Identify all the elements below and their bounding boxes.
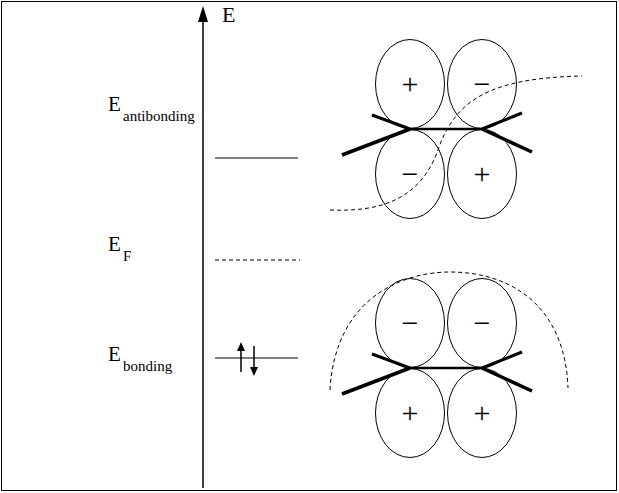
phase-sign: − — [474, 69, 491, 99]
orbital-lobe: − — [375, 278, 445, 368]
level-label: E — [108, 94, 121, 115]
fermi-level — [215, 259, 300, 260]
lobe-ellipse — [448, 279, 517, 368]
phase-sign: − — [402, 308, 419, 338]
antibonding-molecule — [330, 76, 582, 210]
axis-label: E — [222, 4, 235, 26]
phase-sign: + — [402, 69, 419, 99]
antibonding-level — [215, 157, 298, 158]
orbital-lobe: − — [447, 278, 517, 368]
orbital-lobe: + — [447, 129, 517, 219]
lobe-ellipse — [376, 130, 445, 219]
orbital-lobe: − — [447, 39, 517, 129]
lobe-ellipse — [376, 40, 445, 129]
lobe-ellipse — [448, 40, 517, 129]
level-subscript: F — [123, 249, 131, 264]
phase-sign: − — [474, 308, 491, 338]
lobe-ellipse — [376, 369, 445, 458]
orbital-lobe: − — [375, 129, 445, 219]
electron-spins — [237, 342, 258, 376]
lobe-ellipse — [376, 279, 445, 368]
lobe-ellipse — [448, 369, 517, 458]
orbital-lobe: + — [447, 368, 517, 458]
energy-axis — [202, 20, 204, 488]
level-subscript: antibonding — [123, 109, 195, 124]
phase-sign: + — [402, 398, 419, 428]
bonding-molecule — [330, 272, 568, 394]
axis-arrowhead — [198, 6, 208, 22]
lobe-ellipse — [448, 130, 517, 219]
level-label: E — [108, 344, 121, 365]
level-subscript: bonding — [123, 359, 172, 374]
phase-sign: + — [474, 159, 491, 189]
bonding-level — [215, 357, 298, 358]
orbital-lobe: + — [375, 368, 445, 458]
level-label: E — [108, 234, 121, 255]
orbital-lobe: + — [375, 39, 445, 129]
phase-sign: + — [474, 398, 491, 428]
phase-sign: − — [402, 159, 419, 189]
